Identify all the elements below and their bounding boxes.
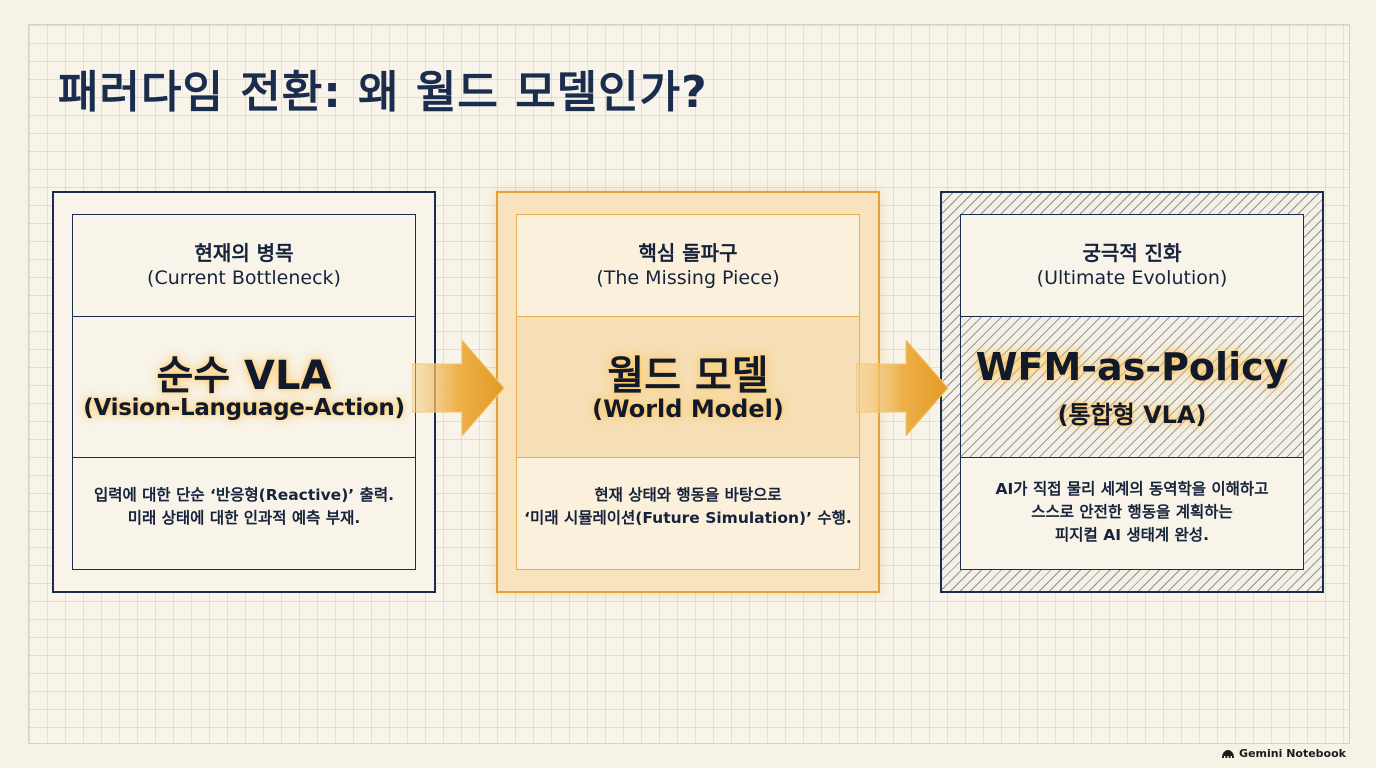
card-description-line: AI가 직접 물리 세계의 동역학을 이해하고 [995, 480, 1269, 498]
gemini-notebook-logo-icon [1222, 749, 1235, 758]
card-inner-frame: 현재의 병목 (Current Bottleneck) 순수 VLA (Visi… [72, 214, 416, 570]
card-heading-english: (Ultimate Evolution) [1036, 267, 1228, 289]
card-heading-english: (The Missing Piece) [596, 267, 780, 289]
card-description-line: 현재 상태와 행동을 바탕으로 [594, 486, 782, 504]
footer-brand-label: Gemini Notebook [1239, 747, 1346, 760]
card-description-line: 피지컬 AI 생태계 완성. [1055, 526, 1209, 544]
card-main-subtitle: (Vision-Language-Action) [83, 395, 405, 421]
card-description-line: ‘미래 시뮬레이션(Future Simulation)’ 수행. [524, 509, 852, 527]
card-heading-korean: 핵심 돌파구 [638, 241, 738, 265]
card-main-section: 월드 모델 (World Model) [517, 317, 859, 458]
arrow-right-icon [856, 340, 949, 436]
card-heading-korean: 현재의 병목 [194, 241, 294, 265]
card-header: 현재의 병목 (Current Bottleneck) [73, 215, 415, 317]
card-main-subtitle: (World Model) [592, 395, 784, 423]
card-description-line: 스스로 안전한 행동을 계획하는 [1031, 503, 1233, 521]
card-heading-korean: 궁극적 진화 [1082, 241, 1182, 265]
card-ultimate-evolution: 궁극적 진화 (Ultimate Evolution) WFM-as-Polic… [940, 191, 1324, 593]
card-main-section: WFM-as-Policy (통합형 VLA) [961, 317, 1303, 458]
card-description: 현재 상태와 행동을 바탕으로 ‘미래 시뮬레이션(Future Simulat… [517, 458, 859, 569]
card-main-title: 월드 모델 [607, 353, 769, 399]
card-main-title: WFM-as-Policy [975, 345, 1289, 389]
card-heading-english: (Current Bottleneck) [147, 267, 341, 289]
card-main-section: 순수 VLA (Vision-Language-Action) [73, 317, 415, 458]
arrow-right-icon [412, 340, 505, 436]
card-missing-piece: 핵심 돌파구 (The Missing Piece) 월드 모델 (World … [496, 191, 880, 593]
card-inner-frame: 핵심 돌파구 (The Missing Piece) 월드 모델 (World … [516, 214, 860, 570]
card-current-bottleneck: 현재의 병목 (Current Bottleneck) 순수 VLA (Visi… [52, 191, 436, 593]
card-description-line: 미래 상태에 대한 인과적 예측 부재. [127, 509, 361, 527]
card-inner-frame: 궁극적 진화 (Ultimate Evolution) WFM-as-Polic… [960, 214, 1304, 570]
card-main-title: 순수 VLA [156, 353, 332, 399]
page-title: 패러다임 전환: 왜 월드 모델인가? [58, 67, 708, 118]
footer-brand: Gemini Notebook [1221, 747, 1346, 760]
card-description: 입력에 대한 단순 ‘반응형(Reactive)’ 출력. 미래 상태에 대한 … [73, 458, 415, 569]
card-main-subtitle: (통합형 VLA) [1057, 401, 1207, 429]
card-header: 핵심 돌파구 (The Missing Piece) [517, 215, 859, 317]
card-description-line: 입력에 대한 단순 ‘반응형(Reactive)’ 출력. [94, 486, 394, 504]
card-header: 궁극적 진화 (Ultimate Evolution) [961, 215, 1303, 317]
card-description: AI가 직접 물리 세계의 동역학을 이해하고 스스로 안전한 행동을 계획하는… [961, 458, 1303, 569]
